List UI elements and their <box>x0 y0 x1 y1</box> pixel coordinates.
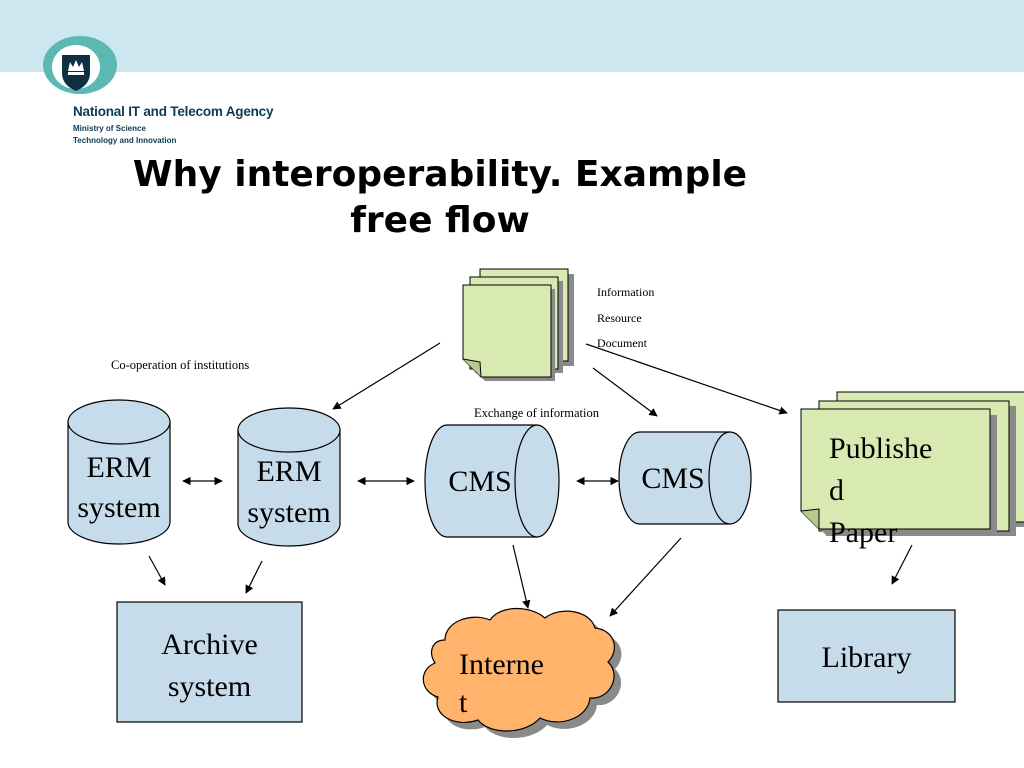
exchange-label: Exchange of information <box>474 406 599 420</box>
library-box <box>777 609 956 703</box>
library-label: Library <box>821 641 912 674</box>
erm2-label: ERM system <box>238 451 340 533</box>
archive-system-box <box>116 601 303 723</box>
published-paper-label: Publishe d Paper <box>829 428 932 554</box>
title-line-1: Why interoperability. Example <box>132 154 748 195</box>
ministry-line-2: Technology and Innovation <box>73 136 177 145</box>
arrow-cms1-internet <box>512 544 531 609</box>
header-band <box>0 0 1024 72</box>
internet-label: Interne t <box>459 646 544 722</box>
crown-shield-icon <box>43 36 117 94</box>
agency-name: National IT and Telecom Agency <box>73 104 274 119</box>
arrow-erm2-archive <box>245 560 263 594</box>
erm-system-1 <box>67 399 171 545</box>
title-line-2: free flow <box>350 200 530 241</box>
published-line-3: Paper <box>829 516 898 549</box>
published-line-1: Publishe <box>829 432 933 465</box>
info-line-2: Resource <box>597 310 642 325</box>
internet-line-1: Interne <box>459 648 544 681</box>
cms-2 <box>618 431 752 525</box>
info-resource-doc-label: Information Resource Document <box>597 280 654 357</box>
erm1-label: ERM system <box>68 448 170 528</box>
published-line-2: d <box>829 474 844 507</box>
erm1-line-2: system <box>77 491 161 524</box>
arrow-erm1-archive <box>148 555 166 586</box>
arrow-doc-to-published <box>585 343 788 415</box>
erm-system-2 <box>237 407 341 547</box>
published-paper-stack <box>800 391 1024 536</box>
internet-cloud <box>422 607 622 739</box>
document-stack-icon <box>462 268 574 381</box>
info-line-3: Document <box>597 336 647 350</box>
arrow-cms2-internet <box>609 537 682 617</box>
erm1-line-1: ERM <box>86 451 152 484</box>
cooperation-label: Co-operation of institutions <box>111 358 250 372</box>
internet-line-2: t <box>459 686 468 719</box>
arrow-doc-to-cms2 <box>592 367 658 417</box>
erm2-line-1: ERM <box>256 455 322 488</box>
archive-line-1: Archive <box>161 628 258 661</box>
cms2-label: CMS <box>641 462 705 495</box>
archive-label: Archive system <box>117 624 302 708</box>
erm2-line-2: system <box>247 496 331 529</box>
archive-line-2: system <box>167 670 252 703</box>
ministry-line-1: Ministry of Science <box>73 124 146 133</box>
slide-title: Why interoperability. Example free flow <box>80 152 800 244</box>
flow-arrows <box>148 342 913 617</box>
cms1-label: CMS <box>448 465 512 498</box>
arrow-published-library <box>891 544 913 585</box>
info-line-1: Information <box>597 285 655 299</box>
arrow-doc-to-erm2 <box>332 342 441 410</box>
agency-block: National IT and Telecom Agency Ministry … <box>73 104 273 147</box>
cms-1 <box>424 424 560 538</box>
